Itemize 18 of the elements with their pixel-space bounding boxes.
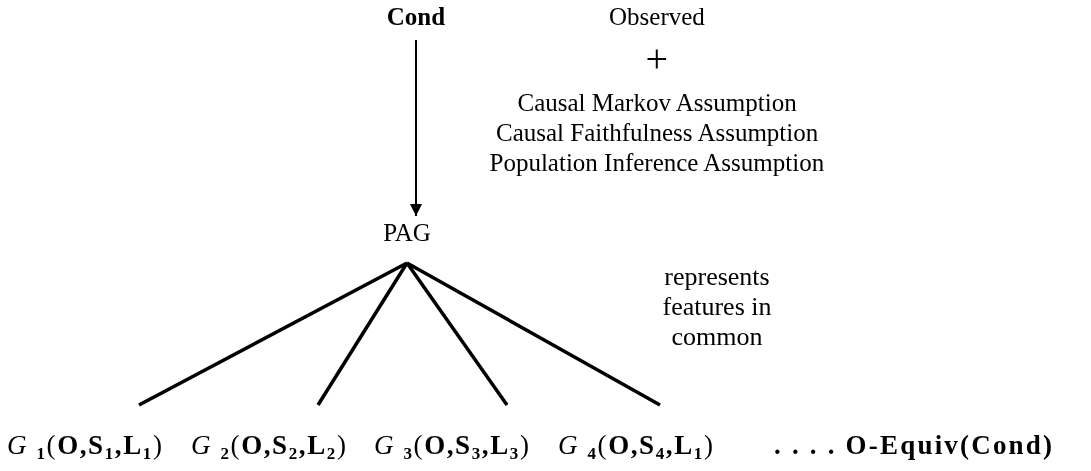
- node-label: Cond: [376, 2, 456, 32]
- graph-formula: G $_{2}$(O,S$_{2}$,L$_{2}$): [191, 430, 369, 460]
- graph-formula: G $_{4}$(O,S$_{4}$,L$_{1}$): [558, 430, 736, 460]
- connector-line: [316, 262, 409, 406]
- node-label: PAG: [369, 218, 445, 248]
- text-label: Population Inference Assumption: [489, 148, 825, 178]
- text-label: Observed: [609, 2, 705, 32]
- plus-sign: +: [645, 44, 669, 74]
- connector-line: [406, 261, 661, 407]
- connector-line: [138, 261, 408, 407]
- text-label: Causal Markov Assumption: [517, 88, 797, 118]
- text-label: Causal Faithfulness Assumption: [496, 118, 819, 148]
- text-label: . . . . O-Equiv(Cond): [774, 430, 1055, 460]
- graph-formula: G $_{1}$(O,S$_{1}$,L$_{1}$): [7, 430, 185, 460]
- arrow: [410, 39, 422, 217]
- connector-line: [405, 262, 509, 406]
- graph-formula: G $_{3}$(O,S$_{3}$,L$_{3}$): [374, 430, 552, 460]
- text-label: represents features in common: [661, 262, 773, 352]
